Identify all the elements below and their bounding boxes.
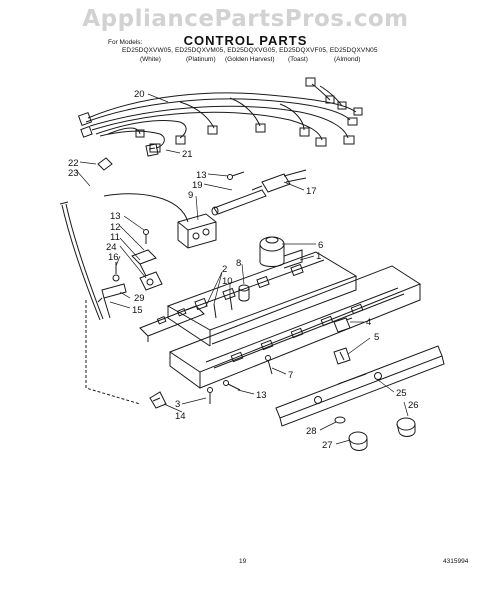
callout-4: 4 [366,317,371,328]
color-golden-harvest: (Golden Harvest) [225,56,275,63]
callout-16: 16 [108,252,119,263]
callout-numbers: 20 21 22 23 13 19 9 17 13 12 11 24 16 29… [68,89,419,451]
callout-13-a: 13 [196,170,207,181]
callout-24: 24 [106,242,117,253]
screw-3 [207,387,213,404]
callout-3: 3 [175,399,180,410]
callout-28: 28 [306,426,317,437]
part-27-knob [348,431,368,451]
callout-25: 25 [396,388,407,399]
callout-11: 11 [110,232,120,243]
callout-12: 12 [110,222,121,233]
part-28-spacer [334,416,346,424]
callout-22: 22 [68,158,79,169]
part-17-switch [251,169,307,193]
callout-13-c: 13 [256,390,267,401]
control-console [168,265,422,389]
part-4-switch [333,317,353,333]
color-toast: (Toast) [288,56,308,63]
left-part-cluster [97,229,163,319]
watermark: AppliancePartsPros.com [82,6,409,32]
callout-5: 5 [374,332,379,343]
color-almond: (Almond) [334,56,361,63]
part-5-switch [333,347,351,365]
callout-13-b: 13 [110,211,121,222]
callout-10: 10 [222,276,233,287]
callout-20: 20 [134,89,145,100]
control-housing [166,251,358,347]
leader-lines [75,93,409,445]
screw-13-top [227,171,245,180]
diagram-title: CONTROL PARTS [183,33,308,48]
model-numbers: ED25DQXVW05, ED25DQXVM05, ED25DQXVG05, E… [122,47,378,54]
document-number: 4315994 [443,558,469,565]
wiring-harness [77,77,363,153]
callout-7: 7 [288,370,293,381]
models-label: For Models: [108,39,143,46]
part-22-sensor [59,157,113,321]
part-21-clip [145,143,159,157]
callout-26: 26 [408,400,419,411]
color-white: (White) [140,56,161,63]
callout-21: 21 [182,149,193,160]
callout-8: 8 [236,258,241,269]
screw-7 [265,355,273,375]
callout-23: 23 [68,168,79,179]
callout-19: 19 [192,180,203,191]
callout-14: 14 [175,411,186,422]
screw-13-lower [223,380,241,391]
part-2-bracket [139,295,233,342]
callout-17: 17 [306,186,317,197]
reference-dashed-line [85,300,141,405]
callout-2: 2 [222,264,227,275]
callout-6: 6 [318,240,323,251]
callout-29: 29 [134,293,145,304]
callout-9: 9 [188,190,193,201]
capillary-tube [103,193,189,223]
callout-27: 27 [322,440,333,451]
part-14-bracket [149,391,167,409]
part-26-knob [396,417,416,437]
callout-1: 1 [316,251,321,262]
color-platinum: (Platinum) [186,56,216,63]
part-19-shaft [211,189,267,216]
page-number: 19 [239,558,247,565]
part-6-thermostat [259,236,303,269]
part-8-cylinder [238,284,250,302]
part-25-control-panel [275,345,445,427]
part-9-control-block [177,213,217,249]
callout-15: 15 [132,305,143,316]
